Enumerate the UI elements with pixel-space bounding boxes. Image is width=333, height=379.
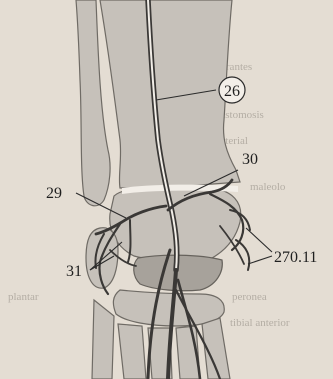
label-29: 29 [46, 185, 62, 202]
bg-text-7: plantar [8, 291, 39, 303]
leader-270-a [246, 228, 272, 252]
bg-text-4: maleolo [250, 181, 286, 193]
label-30: 30 [242, 151, 258, 168]
cuneiform-bones [113, 290, 224, 326]
metatarsal-1 [118, 324, 146, 379]
label-26: 26 [224, 83, 240, 100]
leader-270-b [248, 256, 272, 264]
label-270-11: 270.11 [274, 249, 317, 266]
bg-text-6: tibial anterior [230, 317, 290, 329]
tibia-bone [100, 0, 240, 188]
bones [76, 0, 241, 379]
metatarsal-5 [92, 300, 114, 379]
bg-text-5: peronea [232, 291, 267, 303]
label-31: 31 [66, 263, 82, 280]
